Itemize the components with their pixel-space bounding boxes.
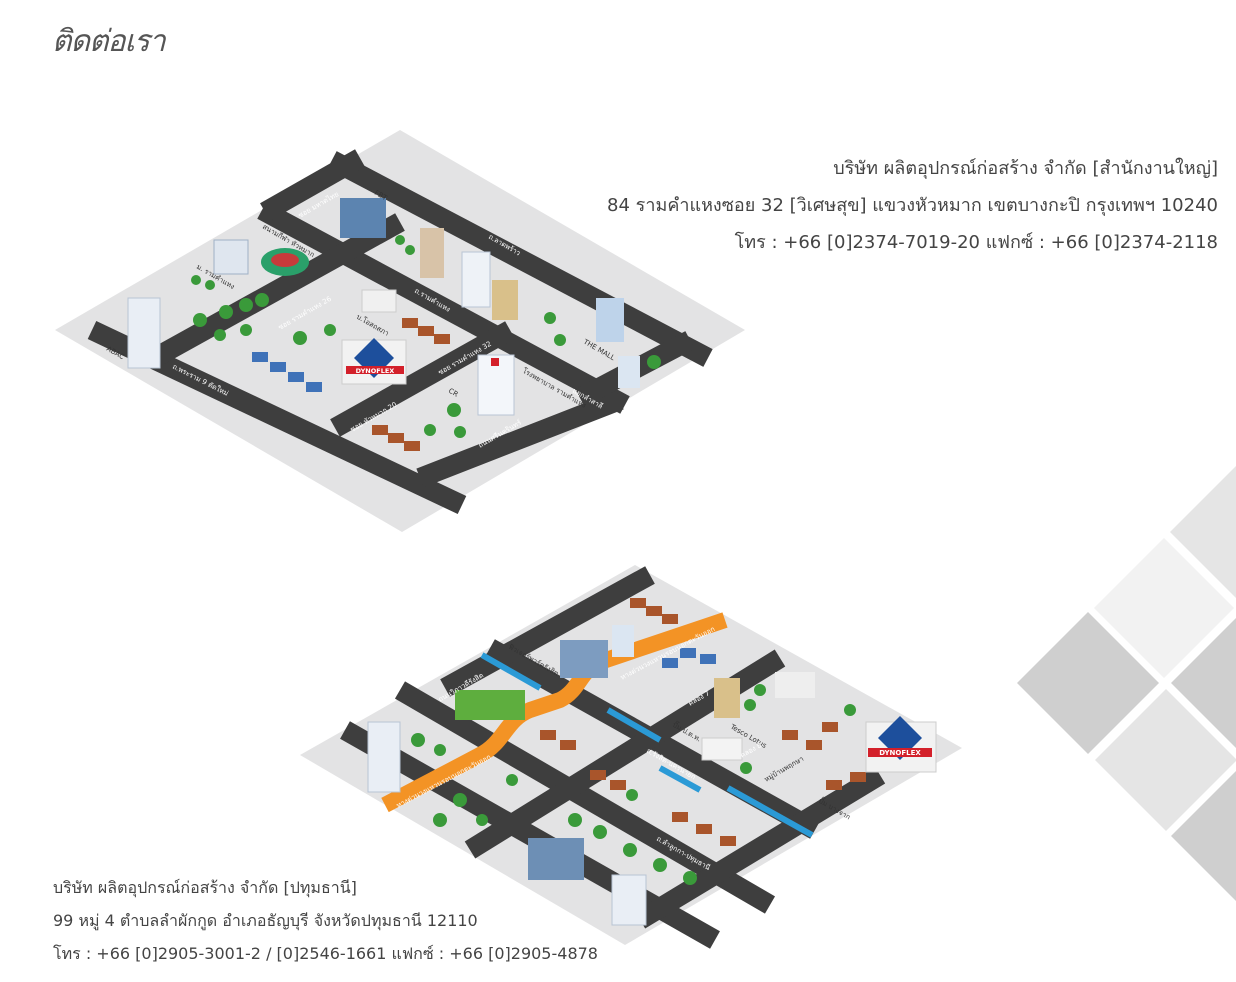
road-ladprao: [327, 151, 713, 367]
buildings2: [367, 598, 866, 926]
head-office-phone: โทร : +66 [0]2374-7019-20 แฟกซ์ : +66 [0…: [734, 232, 1218, 253]
dynoflex-factory-marker: DYNOFLEX: [865, 716, 937, 773]
road-srinakarin: [416, 390, 624, 488]
page-title: ติดต่อเรา: [52, 24, 166, 59]
head-office-name: บริษัท ผลิตอุปกรณ์ก่อสร้าง จำกัด [สำนักง…: [833, 158, 1218, 179]
road-cross-2: [440, 566, 655, 697]
branch-office-name: บริษัท ผลิตอุปกรณ์ก่อสร้าง จำกัด [ปทุมธา…: [53, 878, 357, 897]
head-office-address: 84 รามคำแหงซอย 32 [วิเศษสุข] แขวงหัวหมาก…: [607, 195, 1218, 216]
dynoflex-factory-marker: DYNOFLEX: [341, 338, 407, 385]
branch-office-contact: บริษัท ผลิตอุปกรณ์ก่อสร้าง จำกัด [ปทุมธา…: [53, 871, 598, 970]
buildings: [127, 198, 640, 451]
road-cross-3: [634, 766, 886, 929]
road-ramkhamhaeng: [257, 201, 630, 414]
head-office-contact: บริษัท ผลิตอุปกรณ์ก่อสร้าง จำกัด [สำนักง…: [607, 150, 1218, 261]
map-label: CR: [447, 387, 460, 399]
trees: [191, 235, 661, 438]
dynoflex-logo-text: DYNOFLEX: [879, 749, 921, 757]
road-soi26: [155, 213, 405, 364]
road-mahadthai: [260, 149, 365, 221]
dynoflex-logo-text: DYNOFLEX: [356, 367, 395, 375]
road-soi32: [330, 321, 515, 437]
branch-office-address: 99 หมู่ 4 ตำบลลำผักกูด อำเภอธัญบุรี จังห…: [53, 911, 478, 930]
branch-office-phone: โทร : +66 [0]2905-3001-2 / [0]2546-1661 …: [53, 944, 598, 963]
